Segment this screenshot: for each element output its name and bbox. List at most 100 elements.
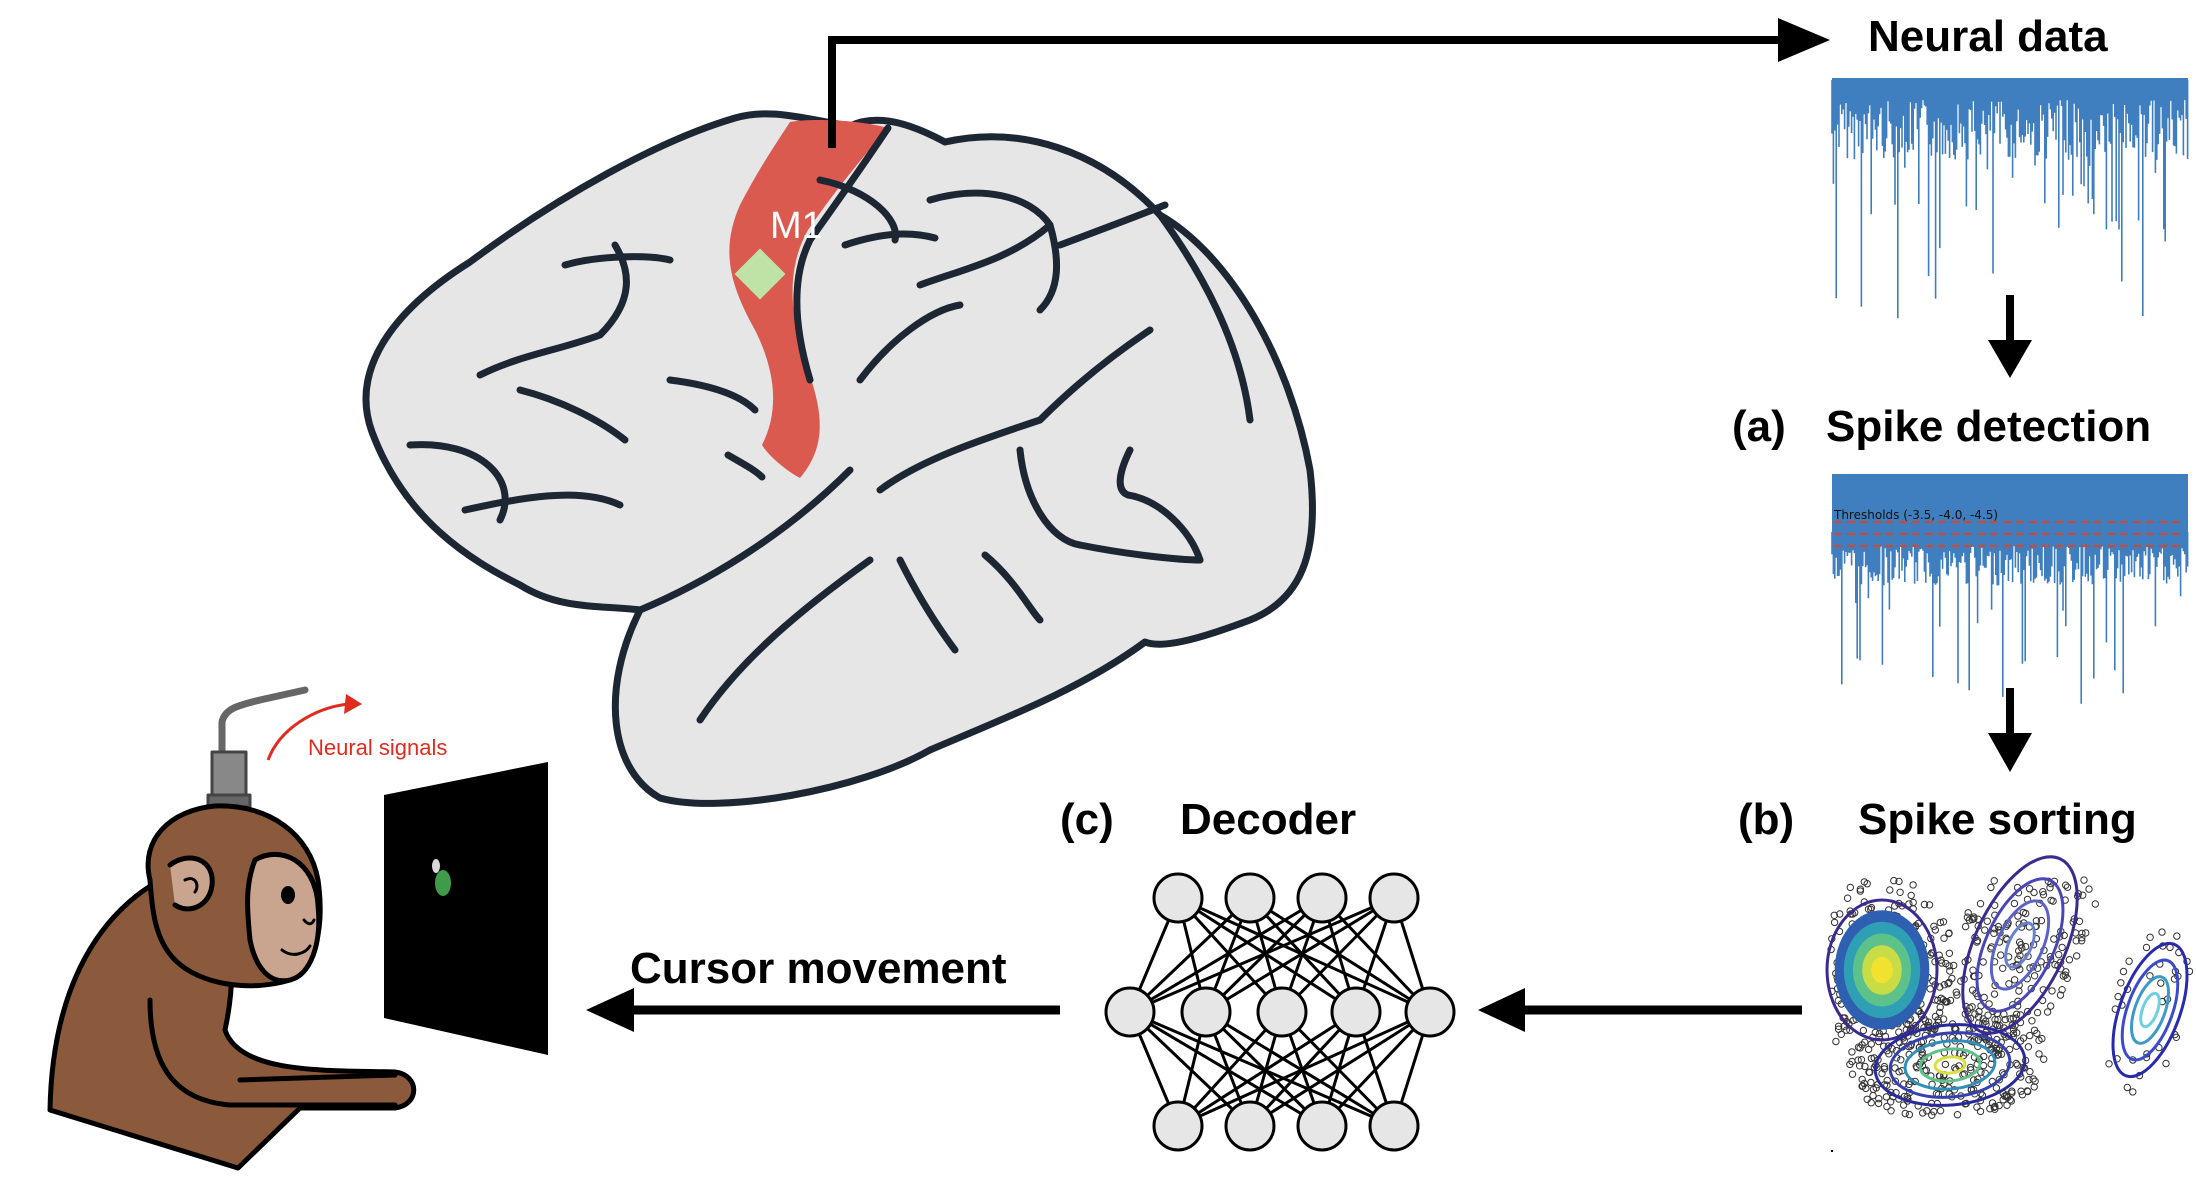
cluster-point [2048, 987, 2056, 995]
cluster-point [1859, 1026, 1868, 1035]
cluster-point [2005, 980, 2013, 988]
cluster-point [1999, 964, 2007, 972]
cluster-point [2046, 884, 2054, 892]
network-edge [1205, 1010, 1395, 1128]
network-edge [1129, 1010, 1323, 1128]
spike-sorting-title: Spike sorting [1858, 795, 2137, 844]
cluster-contour [1989, 899, 2051, 991]
network-node [1224, 872, 1276, 924]
cluster-point [1975, 1007, 1983, 1016]
cluster-point [2014, 955, 2022, 963]
cluster-point [2063, 974, 2071, 982]
network-node [1296, 1100, 1348, 1152]
network-node [1256, 986, 1308, 1038]
arrow-down-2 [1988, 688, 2032, 772]
cluster-point [1874, 1037, 1883, 1046]
spike-sorting-tag: (b) [1738, 795, 1795, 844]
cluster-contour [2120, 958, 2180, 1062]
cluster-point [1930, 922, 1938, 930]
cluster-point [2033, 1029, 2041, 1038]
cluster-point [1983, 917, 1992, 925]
cluster-point [2063, 883, 2072, 891]
cluster-point [1946, 996, 1955, 1005]
cluster-point [1990, 877, 1998, 885]
cluster-point [2015, 947, 2023, 955]
cluster-point [1875, 1029, 1884, 1038]
cluster-point [1939, 1015, 1948, 1023]
cluster-point [2043, 1008, 2052, 1016]
cluster-point [1990, 1103, 1998, 1112]
cluster-point [2019, 1034, 2028, 1042]
cluster-point [1836, 910, 1844, 918]
cluster-point [2010, 976, 2019, 984]
cluster-point [1976, 1107, 1985, 1116]
neural-data-title: Neural data [1868, 12, 2108, 61]
raw-trace-baseline [1832, 78, 2188, 92]
cluster-contour [1888, 1031, 2012, 1099]
cluster-point [1869, 1091, 1877, 1100]
network-edge [1177, 1010, 1357, 1128]
cluster-point [2062, 881, 2070, 889]
cluster-point [1897, 1056, 1905, 1064]
cluster-point [2078, 937, 2086, 945]
cluster-point [1969, 966, 1977, 974]
cluster-point [1994, 922, 2003, 931]
cluster-point [2006, 1015, 2014, 1023]
cluster-point [2078, 929, 2086, 937]
brain-outline [362, 110, 1316, 807]
cluster-point [1901, 1109, 1909, 1118]
decoder-title: Decoder [1180, 795, 1357, 844]
cluster-point [1887, 1098, 1895, 1106]
cluster-point [1997, 951, 2005, 959]
cluster-point [1971, 1010, 1979, 1018]
network-node [1180, 986, 1232, 1038]
cluster-point [2008, 1087, 2016, 1095]
cluster-point [1953, 991, 1961, 999]
cluster-point [1961, 922, 1970, 931]
network-node [1152, 872, 1204, 924]
cluster-point [1952, 988, 1961, 996]
network-node [1368, 872, 1420, 924]
network-node [1330, 986, 1382, 1038]
cluster-point [1944, 980, 1952, 988]
cluster-point [1883, 1076, 1891, 1085]
cluster-point [2015, 987, 2023, 995]
cluster-point [2008, 1021, 2017, 1030]
cluster-point [1953, 1111, 1962, 1119]
cluster-point [1990, 990, 1999, 998]
cluster-point [1867, 1078, 1875, 1087]
cluster-point [2142, 943, 2151, 952]
cluster-point [2025, 885, 2034, 893]
cluster-point [2018, 1091, 2027, 1099]
cluster-point [2047, 896, 2055, 904]
cursor-dot [435, 870, 451, 896]
cluster-point [1925, 1018, 1933, 1026]
spike-sorting-clusters [1825, 855, 2194, 1152]
cluster-point [1899, 1101, 1908, 1109]
cluster-point [2026, 1031, 2034, 1040]
cluster-point [2001, 1015, 2010, 1024]
cluster-contour [1933, 1055, 1967, 1075]
cluster-point [1891, 1077, 1900, 1085]
cluster-point [1890, 876, 1898, 885]
cluster-point [1992, 1084, 2001, 1092]
cluster-point [1871, 1028, 1880, 1037]
cluster-point [2157, 979, 2165, 987]
cluster-point [1834, 1022, 1843, 1031]
cluster-point [1995, 1101, 2003, 1110]
recording-arrow [828, 18, 1830, 148]
network-edge [1176, 1010, 1284, 1128]
cluster-point [1919, 1109, 1927, 1117]
cluster-point [1976, 900, 1985, 908]
detection-trace-lines [1831, 532, 2189, 704]
target-dot [432, 859, 440, 873]
cluster-point [1997, 1050, 2006, 1058]
cluster-point [1935, 1008, 1944, 1017]
arrow-down-1 [1988, 295, 2032, 378]
cluster-point [2026, 1067, 2034, 1076]
cluster-point [1931, 1012, 1940, 1021]
network-node [1404, 986, 1456, 1038]
network-edge [1176, 896, 1284, 1014]
cluster-point [1891, 1064, 1899, 1072]
